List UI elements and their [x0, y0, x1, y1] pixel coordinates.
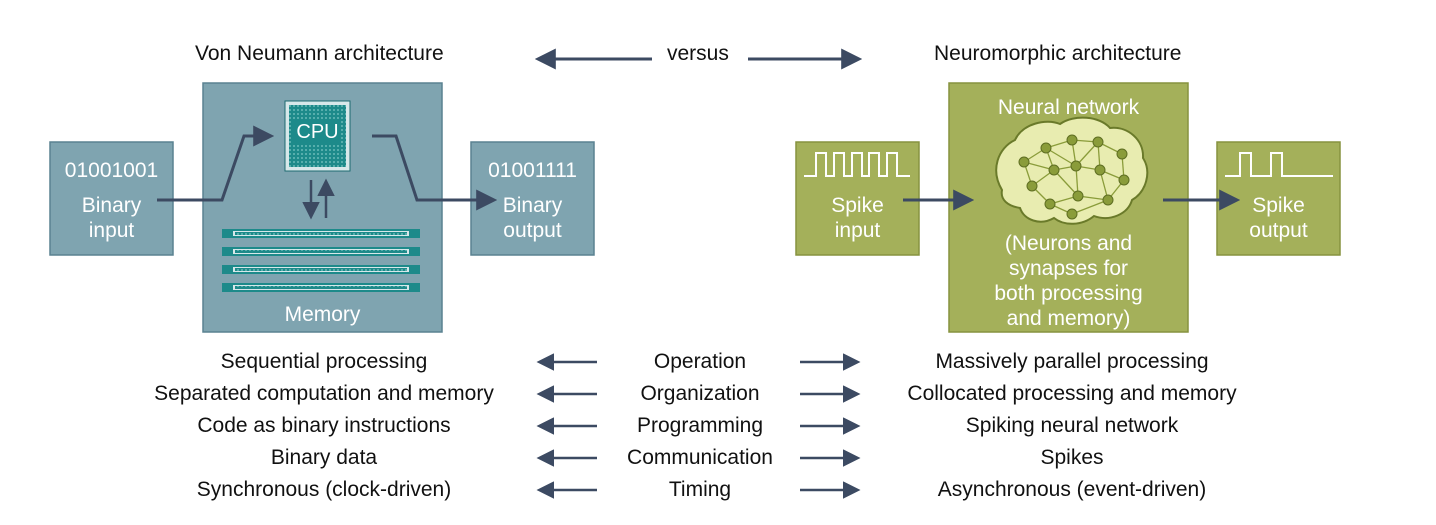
cpu-chip-icon: [284, 100, 351, 172]
binary-input-label-line2: input: [88, 219, 135, 242]
binary-input-box: [49, 141, 174, 256]
von-neumann-title: Von Neumann architecture: [195, 42, 444, 65]
memory-label: Memory: [284, 303, 361, 326]
von-neumann-trait: Binary data: [270, 446, 378, 469]
spike-train-output-icon: [1225, 152, 1333, 177]
neuromorphic-trait: Spiking neural network: [965, 414, 1179, 437]
aspect-label: Organization: [640, 382, 760, 405]
binary-input-label-line1: Binary: [81, 194, 142, 217]
aspect-label: Programming: [636, 414, 764, 437]
versus-label: versus: [667, 42, 729, 65]
spike-output-label-line1: Spike: [1252, 194, 1305, 217]
input-to-cpu-arrow: [157, 125, 275, 202]
von-neumann-trait: Separated computation and memory: [154, 382, 494, 405]
neuromorphic-trait: Collocated processing and memory: [907, 382, 1237, 405]
neuromorphic-trait: Asynchronous (event-driven): [937, 478, 1207, 501]
binary-output-bits: 01001111: [488, 159, 577, 182]
neuromorphic-trait: Spikes: [1040, 446, 1104, 469]
neuromorphic-title: Neuromorphic architecture: [934, 42, 1182, 65]
spike-output-label-line2: output: [1249, 219, 1308, 242]
brain-neural-network-icon: [995, 116, 1149, 225]
cpu-to-output-arrow: [372, 134, 498, 211]
memory-modules-icon: [222, 229, 420, 292]
binary-output-label-line2: output: [503, 219, 562, 242]
neuromorphic-trait: Massively parallel processing: [935, 350, 1209, 373]
neuromorphic-description-line2: synapses for: [1008, 257, 1129, 280]
von-neumann-trait: Sequential processing: [220, 350, 428, 373]
binary-output-label-line1: Binary: [502, 194, 563, 217]
comparison-arrows: [536, 353, 861, 499]
von-neumann-trait: Synchronous (clock-driven): [196, 478, 452, 501]
neuromorphic-description-line3: both processing: [994, 282, 1143, 305]
spike-train-input-icon: [804, 152, 910, 177]
binary-input-bits: 01001001: [64, 159, 159, 182]
neural-network-title: Neural network: [997, 96, 1140, 119]
aspect-label: Operation: [653, 350, 747, 373]
spike-input-label-line1: Spike: [831, 194, 884, 217]
aspect-label: Communication: [627, 446, 773, 469]
von-neumann-trait: Code as binary instructions: [197, 414, 451, 437]
aspect-label: Timing: [668, 478, 732, 501]
neuromorphic-description-line4: and memory): [1006, 307, 1131, 330]
cpu-label: CPU: [296, 121, 339, 143]
neuromorphic-description-line1: (Neurons and: [1004, 232, 1133, 255]
spike-output-box: [1216, 141, 1341, 256]
spike-input-label-line2: input: [834, 219, 881, 242]
